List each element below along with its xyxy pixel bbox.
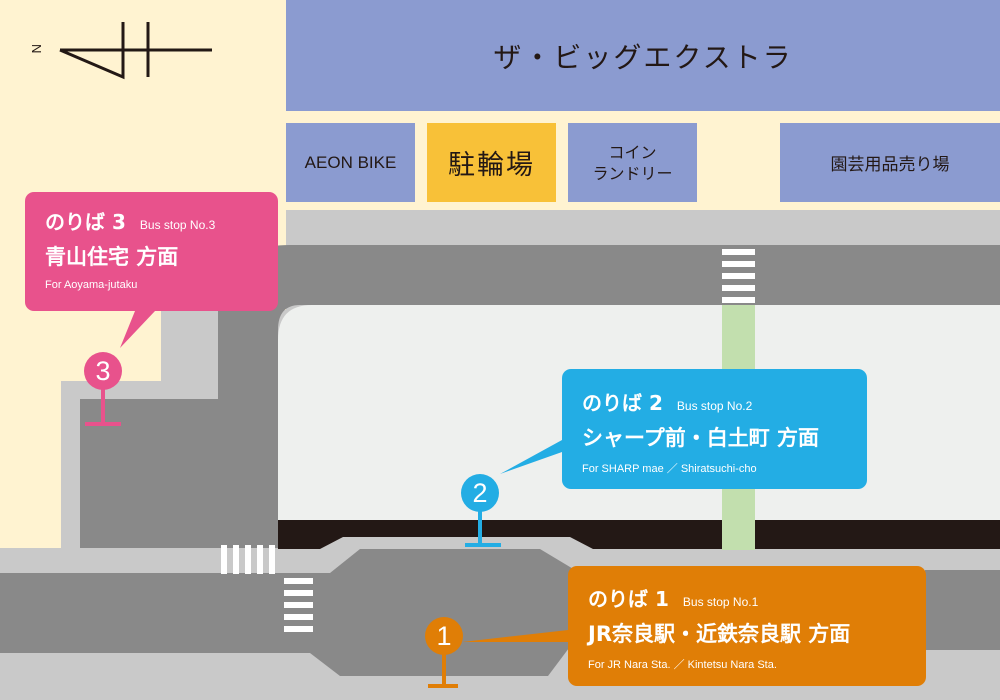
bus-stop-2-title: のりば 2 [582, 391, 663, 415]
bus-stop-3-en-title: Bus stop No.3 [139, 218, 216, 232]
bus-stop-3-marker-icon: 3 [84, 352, 122, 390]
aeon-bike-shop: AEON BIKE [286, 123, 415, 202]
bus-stop-2-destination-en: For SHARP mae ／ Shiratsuchi-cho [582, 463, 757, 475]
big-extra-store: ザ・ビッグエクストラ [286, 0, 1000, 111]
north-label: N [29, 44, 44, 53]
garden-shop: 園芸用品売り場 [780, 123, 1000, 202]
bus-stop-3-destination-en: For Aoyama-jutaku [45, 279, 138, 291]
bus-stop-3-callout: のりば 3 Bus stop No.3 青山住宅 方面 For Aoyama-ju… [25, 192, 278, 311]
bus-stop-2-callout: のりば 2 Bus stop No.2 シャープ前・白土町 方面 For SHAR… [562, 369, 867, 489]
bus-stop-1-callout: のりば 1 Bus stop No.1 JR奈良駅・近鉄奈良駅 方面 For JR… [568, 566, 926, 686]
coin-laundry: コイン ランドリー [568, 123, 697, 202]
bicycle-parking: 駐輪場 [427, 123, 556, 202]
callout-2-tail [500, 440, 562, 474]
bus-stop-1-destination: JR奈良駅・近鉄奈良駅 方面 [588, 622, 851, 646]
callout-3-tail [120, 311, 155, 348]
coin-laundry-line1: コイン [608, 142, 657, 162]
bus-stop-1-title: のりば 1 [588, 587, 669, 611]
bus-stop-2-en-title: Bus stop No.2 [676, 399, 753, 413]
coin-laundry-line2: ランドリー [592, 163, 673, 183]
crosswalk-top [722, 249, 755, 303]
bus-stop-3-destination: 青山住宅 方面 [45, 245, 179, 269]
bus-stop-1-en-title: Bus stop No.1 [682, 595, 759, 609]
bus-stop-2-destination: シャープ前・白土町 方面 [582, 426, 820, 450]
callout-1-tail [462, 630, 568, 642]
road [0, 245, 1000, 676]
dark-band [278, 520, 1000, 549]
crosswalk-bottom [284, 578, 313, 632]
north-arrow-icon [59, 22, 212, 80]
bus-stop-3-title: のりば 3 [45, 210, 126, 234]
crosswalk-left [221, 545, 275, 574]
bus-stop-1-destination-en: For JR Nara Sta. ／ Kintetsu Nara Sta. [588, 659, 777, 671]
bus-stop-2-marker-icon: 2 [461, 474, 499, 512]
bus-stop-1-marker-icon: 1 [425, 617, 463, 655]
